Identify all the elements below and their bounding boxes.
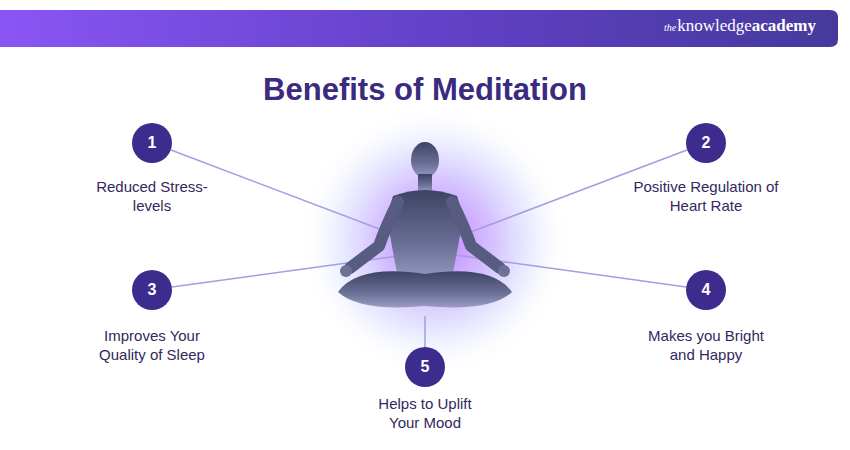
benefit-label: Positive Regulation of Heart Rate: [631, 177, 781, 215]
header-bar: [0, 10, 838, 47]
numbered-circle: 5Helps to Uplift Your Mood: [405, 347, 445, 387]
benefit-label: Makes you Bright and Happy: [636, 326, 776, 364]
benefit-label: Reduced Stress-levels: [96, 177, 208, 215]
figure-hands: [340, 265, 510, 277]
figure-arms: [350, 202, 500, 268]
leader-line: [424, 316, 426, 347]
logo-text: academy: [752, 16, 816, 36]
figure-arm: [350, 202, 398, 268]
figure-legs: [338, 271, 512, 307]
callout-number: 3: [132, 270, 172, 310]
numbered-circle: 2Positive Regulation of Heart Rate: [686, 123, 726, 163]
figure-neck: [418, 174, 432, 192]
numbered-circle: 4Makes you Bright and Happy: [686, 270, 726, 310]
brand-logo: theknowledgeacademy: [664, 16, 816, 42]
numbered-circle: 3Improves Your Quality of Sleep: [132, 270, 172, 310]
numbered-circle: 1Reduced Stress-levels: [132, 123, 172, 163]
benefit-label: Helps to Uplift Your Mood: [365, 394, 485, 432]
callout-number: 5: [405, 347, 445, 387]
callout-number: 2: [686, 123, 726, 163]
logo-text: the: [664, 22, 676, 33]
figure-hand: [498, 265, 510, 277]
leader-lines: [171, 150, 687, 347]
diagram-title: Benefits of Meditation: [0, 70, 850, 110]
callout-number: 4: [686, 270, 726, 310]
figure-hand: [340, 265, 352, 277]
figure-arm: [452, 202, 500, 268]
logo-text: knowledge: [677, 16, 752, 36]
glow: [300, 105, 570, 375]
callout-number: 1: [132, 123, 172, 163]
meditation-figure: [338, 142, 512, 307]
figure-head: [411, 142, 439, 178]
benefit-label: Improves Your Quality of Sleep: [87, 326, 217, 364]
